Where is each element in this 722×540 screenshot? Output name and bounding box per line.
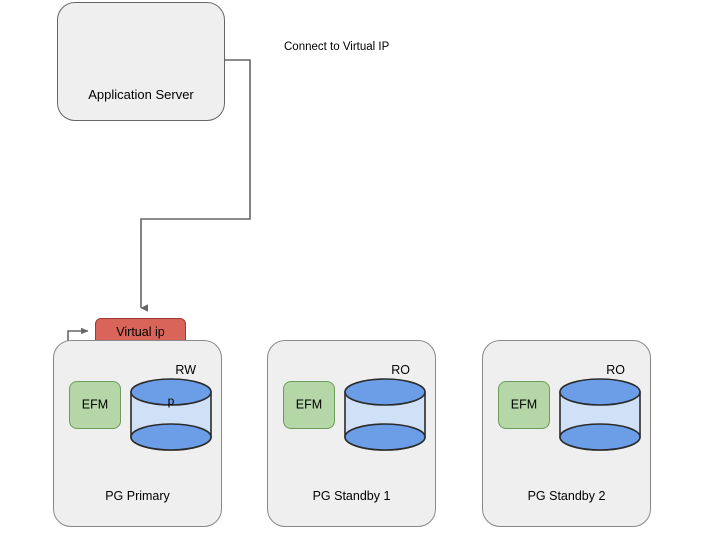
application-server-label: Application Server bbox=[88, 87, 194, 102]
pg-primary-efm-box[interactable]: EFM bbox=[69, 381, 121, 429]
pg-standby-2-efm-label: EFM bbox=[510, 397, 538, 412]
pg-standby-1-efm-label: EFM bbox=[295, 397, 323, 412]
pg-standby-2-node[interactable]: RO EFM PG Standby 2 bbox=[482, 340, 651, 527]
pg-primary-title: PG Primary bbox=[105, 489, 170, 503]
pg-standby-1-mode-label: RO bbox=[391, 363, 410, 377]
pg-standby-2-mode-label: RO bbox=[606, 363, 625, 377]
pg-standby-1-database-icon bbox=[343, 378, 427, 451]
pg-standby-2-database-icon bbox=[558, 378, 642, 451]
connect-to-virtual-ip-note: Connect to Virtual IP bbox=[284, 41, 390, 53]
pg-standby-2-title: PG Standby 2 bbox=[527, 489, 606, 503]
pg-primary-database-icon: p bbox=[129, 378, 213, 451]
pg-standby-1-node[interactable]: RO EFM PG Standby 1 bbox=[267, 340, 436, 527]
pg-standby-1-efm-box[interactable]: EFM bbox=[283, 381, 335, 429]
pg-standby-2-efm-box[interactable]: EFM bbox=[498, 381, 550, 429]
pg-standby-1-title: PG Standby 1 bbox=[312, 489, 391, 503]
pg-primary-mode-label: RW bbox=[175, 363, 196, 377]
pg-primary-efm-label: EFM bbox=[81, 397, 109, 412]
pg-primary-db-label: p bbox=[167, 394, 175, 408]
virtual-ip-label: Virtual ip bbox=[116, 324, 165, 339]
pg-primary-node[interactable]: RW EFM p PG Primary bbox=[53, 340, 222, 527]
application-server-node[interactable]: Application Server bbox=[57, 2, 225, 121]
